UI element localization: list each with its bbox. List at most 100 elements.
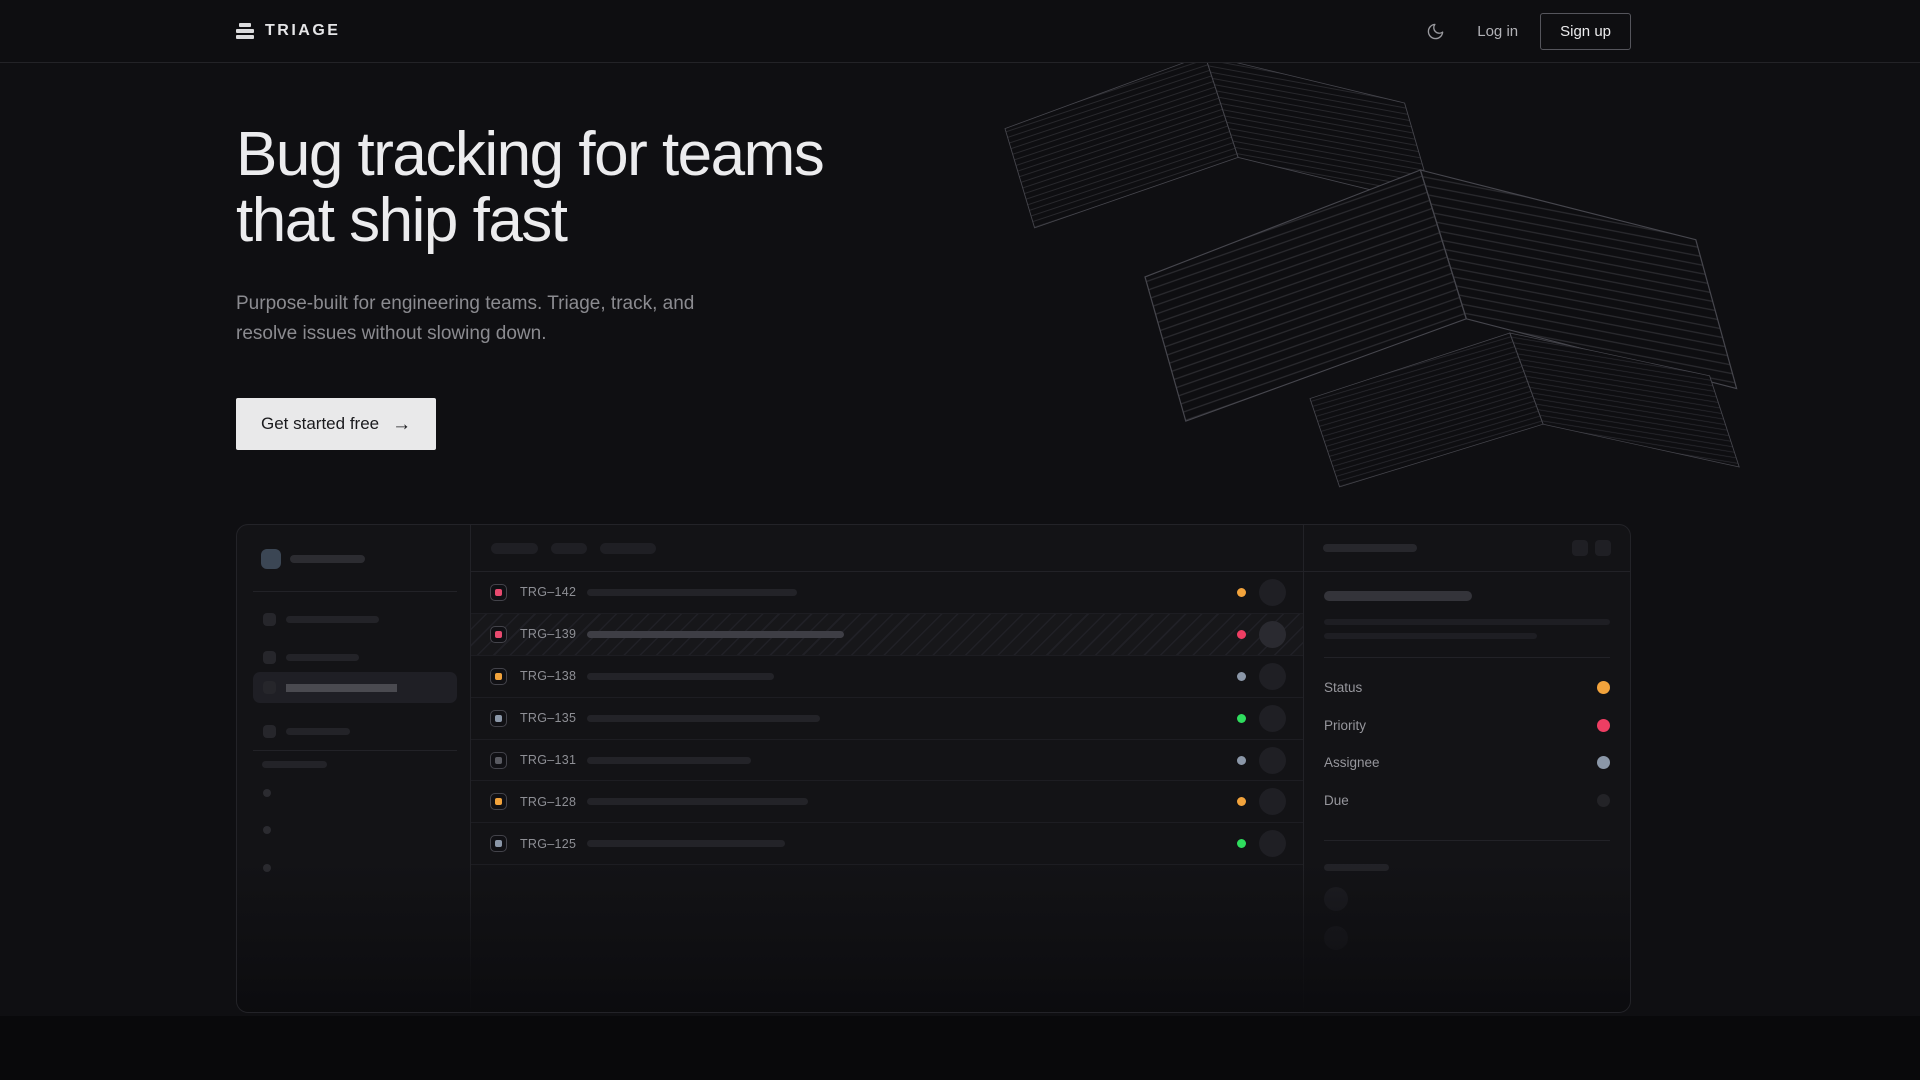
- issue-row[interactable]: TRG–139: [471, 613, 1303, 656]
- issue-status-dot: [1237, 671, 1246, 681]
- property-row[interactable]: Status: [1324, 669, 1610, 707]
- issue-status-dot: [1237, 755, 1246, 765]
- sidebar-item-active[interactable]: [253, 672, 457, 703]
- issue-status-dot: [1237, 629, 1246, 639]
- issue-type-icon: [490, 583, 507, 601]
- workspace-switcher[interactable]: [261, 549, 365, 569]
- sidebar-list-dot: [263, 826, 271, 834]
- issue-type-icon: [490, 667, 507, 685]
- sidebar-item-icon: [263, 651, 276, 664]
- issue-status-dot: [1237, 839, 1246, 849]
- activity-avatar: [1324, 887, 1348, 911]
- sidebar-section-skeleton: [262, 761, 327, 768]
- hero-title-line2: that ship fast: [236, 185, 568, 255]
- sidebar-item[interactable]: [253, 642, 457, 673]
- wireframe-decoration: [1004, 54, 1740, 488]
- property-value-dot: [1597, 718, 1610, 732]
- footer-strip: [0, 1016, 1920, 1080]
- issue-type-icon: [490, 625, 507, 643]
- sidebar-item[interactable]: [253, 604, 457, 635]
- panel-divider: [1324, 657, 1610, 658]
- activity-avatar: [1324, 926, 1348, 950]
- issue-status-dot: [1237, 713, 1246, 723]
- sidebar-list-dot: [263, 864, 271, 872]
- panel-divider: [1324, 840, 1610, 841]
- get-started-label: Get started free: [261, 414, 380, 434]
- sign-up-button[interactable]: Sign up: [1540, 12, 1631, 50]
- top-nav: TRIAGE Log in Sign up: [0, 0, 1920, 63]
- issue-row[interactable]: TRG–135: [471, 698, 1303, 740]
- issue-row[interactable]: TRG–125: [471, 823, 1303, 866]
- sidebar-item[interactable]: [253, 716, 457, 747]
- property-label: Due: [1324, 792, 1349, 808]
- property-row[interactable]: Assignee: [1324, 744, 1610, 782]
- sidebar-divider: [253, 591, 457, 592]
- issue-row[interactable]: TRG–142: [471, 572, 1303, 614]
- issue-assignee-avatar[interactable]: [1259, 704, 1286, 732]
- description-skeleton: [1324, 619, 1610, 625]
- property-label: Status: [1324, 680, 1363, 696]
- preview-sidebar: [237, 525, 471, 1012]
- sidebar-item-icon: [263, 725, 276, 738]
- sidebar-item-icon: [263, 681, 276, 694]
- sidebar-item-skeleton: [286, 728, 350, 735]
- issue-title-skeleton: [587, 672, 774, 680]
- issue-assignee-avatar[interactable]: [1259, 830, 1286, 858]
- issue-id: TRG–135: [520, 711, 577, 726]
- detail-panel-body: Status Priority Assignee Due: [1304, 572, 1630, 950]
- sidebar-divider: [253, 750, 457, 751]
- issue-assignee-avatar[interactable]: [1259, 788, 1286, 816]
- issue-id: TRG–139: [520, 627, 577, 642]
- issue-assignee-avatar[interactable]: [1259, 662, 1286, 690]
- property-value-dot: [1597, 681, 1610, 695]
- property-row[interactable]: Due: [1324, 782, 1610, 820]
- issue-rows: TRG–142 TRG–139 TRG–138 TRG–135 TRG–131 …: [471, 572, 1303, 866]
- hero-subtitle: Purpose-built for engineering teams. Tri…: [236, 293, 695, 345]
- hero-title-line1: Bug tracking for teams: [236, 120, 825, 189]
- issue-title-skeleton: [587, 756, 751, 764]
- issue-status-dot: [1237, 587, 1246, 597]
- property-row[interactable]: Priority: [1324, 707, 1610, 745]
- triage-logo-icon: [236, 23, 254, 39]
- issue-type-icon: [490, 751, 507, 769]
- issue-id: TRG–128: [520, 794, 577, 809]
- property-rows: Status Priority Assignee Due: [1324, 669, 1610, 819]
- issue-id: TRG–131: [520, 753, 577, 767]
- issue-assignee-avatar[interactable]: [1259, 746, 1286, 774]
- issue-assignee-avatar[interactable]: [1259, 620, 1286, 648]
- sidebar-item-icon: [263, 613, 276, 626]
- issue-assignee-avatar[interactable]: [1259, 578, 1286, 606]
- panel-action-button[interactable]: [1595, 540, 1611, 556]
- filter-chip-skeleton[interactable]: [600, 542, 656, 554]
- issue-id: TRG–125: [520, 836, 577, 851]
- detail-panel-header: [1304, 525, 1630, 572]
- issue-row[interactable]: TRG–138: [471, 656, 1303, 698]
- issue-detail-panel: Status Priority Assignee Due: [1304, 525, 1630, 1012]
- issue-row[interactable]: TRG–128: [471, 781, 1303, 824]
- property-label: Assignee: [1324, 755, 1380, 771]
- property-value-dot: [1597, 756, 1610, 770]
- arrow-right-icon: →: [392, 413, 412, 435]
- sidebar-item-skeleton: [286, 654, 359, 661]
- log-in-link[interactable]: Log in: [1477, 22, 1519, 40]
- sidebar-item-skeleton: [286, 616, 379, 623]
- theme-toggle-button[interactable]: [1422, 18, 1449, 45]
- brand[interactable]: TRIAGE: [236, 22, 340, 40]
- filter-chip-skeleton[interactable]: [551, 542, 587, 554]
- panel-title-skeleton: [1323, 544, 1417, 552]
- moon-icon: [1427, 23, 1444, 39]
- issue-title-skeleton: [587, 714, 820, 722]
- get-started-button[interactable]: Get started free →: [236, 398, 437, 451]
- issue-title-skeleton: [587, 840, 785, 848]
- issue-row[interactable]: TRG–131: [471, 740, 1303, 782]
- sidebar-list-dot: [263, 789, 271, 797]
- description-skeleton: [1324, 633, 1537, 639]
- activity-section-skeleton: [1324, 864, 1389, 871]
- property-label: Priority: [1324, 717, 1367, 733]
- workspace-name-skeleton: [290, 555, 365, 563]
- panel-action-button[interactable]: [1572, 540, 1588, 556]
- filter-chip-skeleton[interactable]: [491, 542, 538, 554]
- brand-name: TRIAGE: [265, 22, 341, 39]
- app-preview-card: TRG–142 TRG–139 TRG–138 TRG–135 TRG–131 …: [236, 524, 1631, 1013]
- issue-type-icon: [490, 793, 507, 811]
